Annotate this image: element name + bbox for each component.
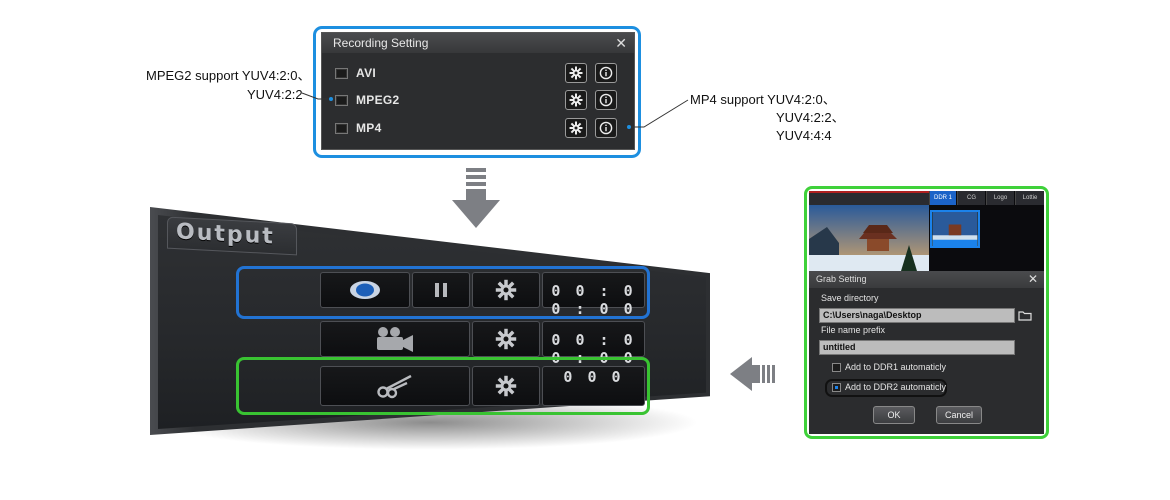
- grab-settings-button[interactable]: [472, 366, 540, 406]
- arrow-left-icon: [730, 357, 775, 391]
- ddr1-label: Add to DDR1 automaticly: [845, 362, 947, 372]
- format-label-avi: AVI: [356, 66, 377, 80]
- grab-counter-value: 0 0 0: [563, 368, 624, 386]
- grab-setting-dialog: Grab Setting ✕ Save directory C:\Users\n…: [809, 271, 1044, 434]
- folder-icon[interactable]: [1018, 309, 1032, 321]
- save-directory-label: Save directory: [821, 293, 879, 303]
- grab-button[interactable]: [320, 366, 470, 406]
- output-title: Output: [176, 219, 275, 250]
- record-timer: 0 0 : 0 0 : 0 0: [542, 272, 645, 318]
- record-button[interactable]: [320, 272, 410, 308]
- ddr2-option-highlight: [825, 379, 947, 397]
- ddr1-checkbox[interactable]: [832, 363, 841, 372]
- cancel-button[interactable]: Cancel: [936, 406, 982, 424]
- ddr2-checkbox[interactable]: [832, 383, 841, 392]
- close-icon[interactable]: ✕: [1027, 272, 1038, 286]
- mp4-note-line2: YUV4:2:2、: [776, 110, 845, 125]
- record-row: 0 0 : 0 0 : 0 0: [245, 272, 645, 318]
- pause-icon: [435, 283, 447, 297]
- format-row-avi: AVI: [332, 62, 628, 86]
- mpeg2-checkbox[interactable]: [335, 95, 348, 106]
- camera-settings-button[interactable]: [472, 321, 540, 357]
- gear-icon[interactable]: [565, 63, 587, 83]
- grab-counter: 0 0 0: [542, 366, 645, 406]
- camera-timer: 0 0 : 0 0 : 0 0: [542, 321, 645, 367]
- grab-row: 0 0 0: [245, 366, 645, 406]
- mp4-checkbox[interactable]: [335, 123, 348, 134]
- format-row-mpeg2: MPEG2: [332, 89, 628, 113]
- info-icon[interactable]: [595, 90, 617, 110]
- preview-header-bar: [809, 191, 929, 205]
- preview-image: [809, 205, 929, 271]
- format-label-mpeg2: MPEG2: [356, 93, 400, 107]
- info-icon[interactable]: [595, 118, 617, 138]
- gear-icon[interactable]: [565, 118, 587, 138]
- tab-cg[interactable]: CG: [957, 191, 985, 205]
- record-settings-button[interactable]: [472, 272, 540, 308]
- ok-button[interactable]: OK: [873, 406, 915, 424]
- mp4-note-line1: MP4 support YUV4:2:0、: [690, 92, 836, 107]
- pause-button[interactable]: [412, 272, 470, 308]
- recording-setting-title: Recording Setting: [322, 33, 634, 53]
- gear-icon: [495, 279, 517, 301]
- format-label-mp4: MP4: [356, 121, 382, 135]
- camera-row: 0 0 : 0 0 : 0 0: [245, 321, 645, 367]
- camera-button[interactable]: [320, 321, 470, 357]
- mpeg2-note-line2: YUV4:2:2: [247, 87, 303, 102]
- prefix-label: File name prefix: [821, 325, 886, 335]
- prefix-input[interactable]: untitled: [819, 340, 1015, 355]
- tab-lottie[interactable]: Lottie: [1015, 191, 1044, 205]
- close-icon[interactable]: ✕: [615, 35, 627, 51]
- info-icon[interactable]: [595, 63, 617, 83]
- avi-checkbox[interactable]: [335, 68, 348, 79]
- arrow-down-icon: [452, 168, 500, 228]
- format-row-mp4: MP4: [332, 117, 628, 141]
- record-row-highlight: [236, 266, 650, 319]
- mpeg2-note-line1: MPEG2 support YUV4:2:0、: [146, 68, 311, 83]
- gear-icon: [495, 328, 517, 350]
- record-timer-value: 0 0 : 0 0 : 0 0: [551, 282, 636, 318]
- tab-logo[interactable]: Logo: [986, 191, 1014, 205]
- gear-icon: [495, 375, 517, 397]
- video-camera-icon: [377, 327, 413, 352]
- save-directory-input[interactable]: C:\Users\naga\Desktop: [819, 308, 1015, 323]
- grab-setting-title: Grab Setting: [809, 271, 1044, 288]
- grab-row-highlight: [236, 357, 650, 415]
- scissors-icon: [377, 374, 412, 399]
- record-icon: [350, 281, 380, 299]
- recording-setting-dialog: Recording Setting ✕ AVI MPEG2: [321, 32, 635, 150]
- gear-icon[interactable]: [565, 90, 587, 110]
- tab-ddr1[interactable]: DDR 1: [929, 191, 956, 205]
- ddr2-label: Add to DDR2 automaticly: [845, 382, 947, 392]
- ddr1-thumbnail[interactable]: [930, 210, 980, 248]
- mp4-note-line3: YUV4:4:4: [776, 128, 832, 143]
